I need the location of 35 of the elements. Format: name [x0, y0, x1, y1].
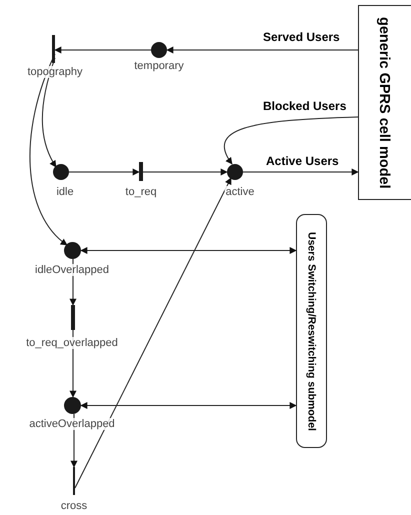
- model-title: Users Switching/Reswitching submodel: [306, 232, 318, 430]
- node-label: to_req_overlapped: [25, 337, 119, 349]
- edge-label: Blocked Users: [262, 99, 348, 113]
- node-label: temporary: [133, 60, 185, 72]
- place-circle: [64, 397, 81, 414]
- place-circle: [53, 164, 69, 180]
- transition-bar: [52, 35, 55, 63]
- node-label: active: [224, 186, 256, 198]
- model-title: generic GPRS cell model: [376, 16, 392, 188]
- edge-label: Active Users: [265, 154, 340, 168]
- arc-arrow: [224, 116, 358, 165]
- arc-arrow: [242, 168, 359, 176]
- transition-bar: [139, 162, 143, 181]
- node-label: idleOverlapped: [34, 264, 110, 276]
- place-circle: [64, 242, 81, 259]
- arc-arrow: [74, 177, 232, 488]
- arc-arrow: [68, 168, 140, 176]
- node-label: idle: [55, 186, 75, 198]
- arc-arrow: [30, 54, 68, 246]
- arc-arrow: [54, 46, 152, 54]
- node-label: cross: [60, 500, 88, 512]
- node-label: to_req: [124, 186, 158, 198]
- model-box: [358, 5, 411, 200]
- place-circle: [227, 164, 243, 180]
- node-label: activeOverlapped: [28, 418, 116, 430]
- submodel-box: [296, 214, 327, 448]
- arc-arrow: [142, 168, 228, 176]
- arc-arrow: [42, 58, 56, 168]
- arc-arrow: [166, 46, 358, 54]
- place-circle: [151, 42, 167, 58]
- edge-label: Served Users: [262, 30, 341, 44]
- transition-bar: [71, 305, 75, 330]
- arc-arrow: [80, 247, 297, 254]
- node-label: topography: [26, 66, 84, 78]
- arc-arrow: [80, 402, 297, 409]
